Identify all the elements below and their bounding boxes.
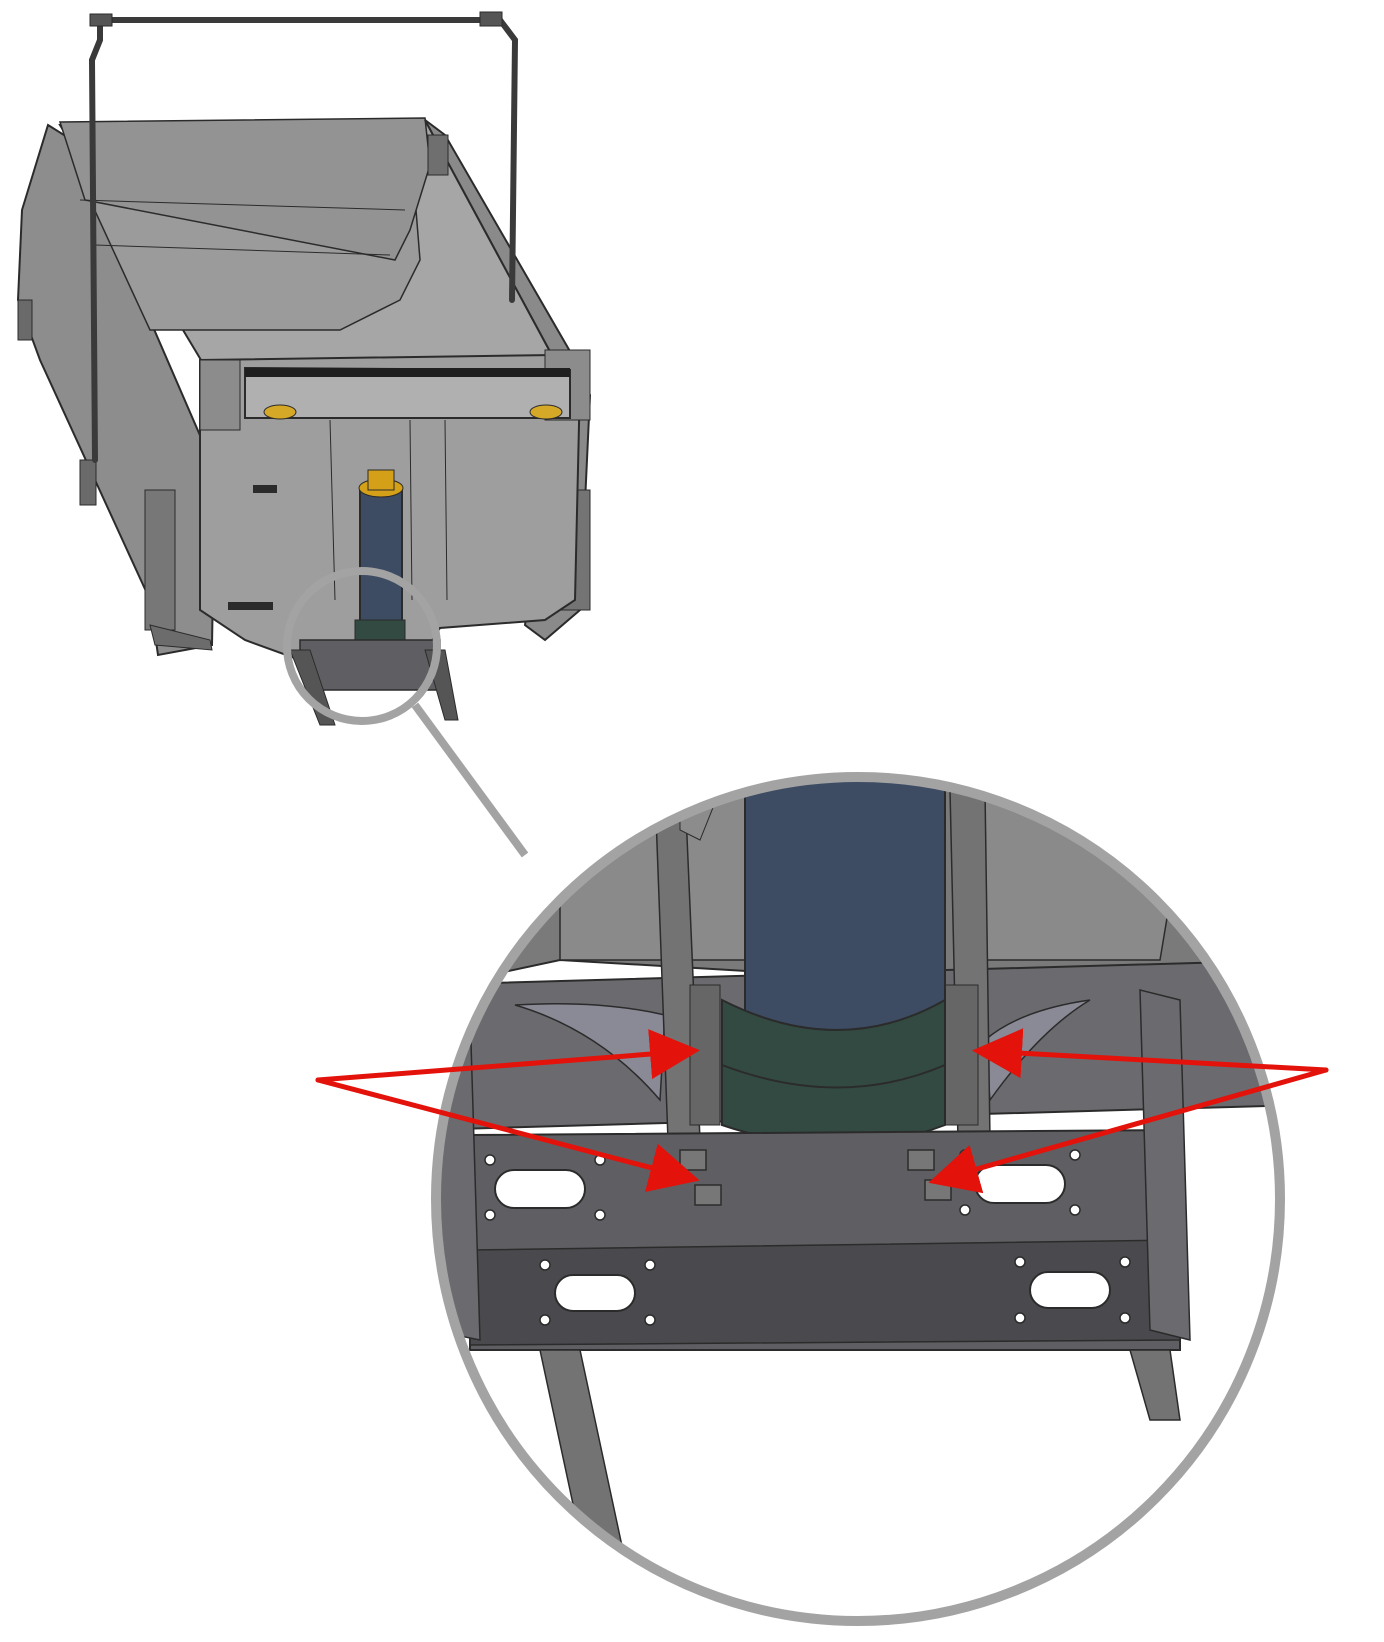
left-arrow-group [315, 1029, 700, 1192]
tarp-arm [88, 11, 519, 463]
detail-view [436, 777, 1280, 1621]
detail-circle [431, 772, 1285, 1626]
left-arrow-upper [315, 1029, 700, 1083]
hoist-cylinder [354, 469, 406, 651]
right-arrow-lower [928, 1067, 1329, 1194]
left-arrow-lower [315, 1077, 700, 1192]
light-bar [244, 366, 571, 420]
right-arrow-upper [972, 1028, 1329, 1079]
dump-body [16, 117, 592, 661]
bolt-holes [484, 1149, 1131, 1326]
emblem [253, 485, 277, 493]
callout-circle [283, 567, 441, 725]
right-tail-light [529, 404, 563, 420]
left-tail-light [263, 404, 297, 420]
right-arrow-group [928, 1028, 1329, 1194]
callout-connector [411, 702, 529, 858]
callout-arrows [315, 1028, 1329, 1194]
